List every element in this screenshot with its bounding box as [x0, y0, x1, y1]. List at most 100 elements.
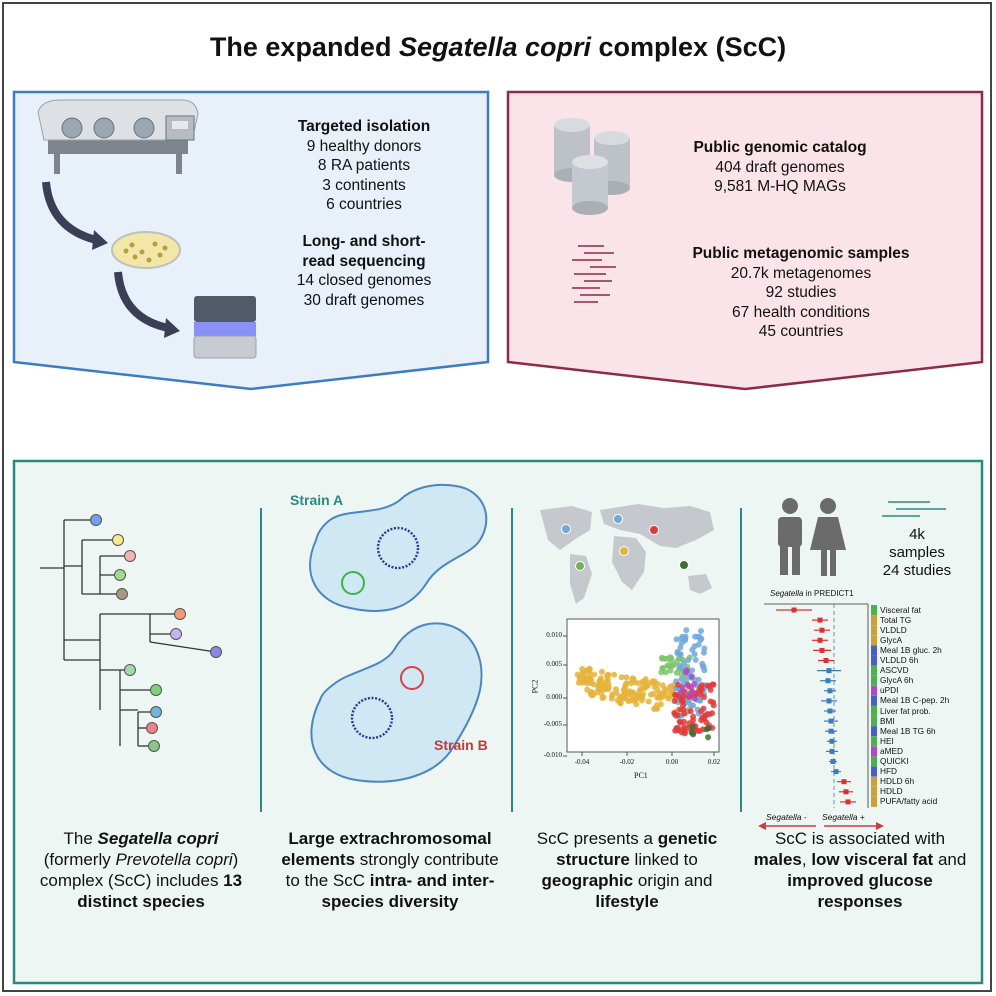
sequencing-reads-icon	[882, 501, 946, 517]
forest-estimate	[829, 738, 835, 744]
forest-label: aMED	[880, 745, 904, 756]
forest-estimate	[833, 769, 839, 775]
pca-point	[579, 665, 586, 672]
pca-point	[685, 657, 692, 664]
category-bar	[871, 776, 877, 787]
forest-estimate	[829, 748, 835, 754]
category-bar	[871, 746, 877, 757]
pca-point	[689, 723, 696, 730]
forest-estimate	[817, 617, 823, 623]
strain-a-label: Strain A	[290, 492, 344, 508]
pca-xtick: -0.02	[619, 758, 635, 766]
pca-xtick: 0.02	[707, 758, 721, 766]
pca-ytick: -0.005	[543, 720, 562, 728]
forest-estimate	[828, 718, 834, 724]
anaerobic-chamber-icon	[37, 99, 199, 174]
pca-ylabel: PC2	[530, 679, 540, 694]
pca-point	[600, 694, 607, 701]
pca-point	[701, 715, 708, 722]
arrow-down-icon	[42, 181, 98, 244]
isolation-text: Targeted isolation 9 healthy donors 8 RA…	[297, 118, 431, 213]
male-female-icon	[778, 498, 846, 576]
forest-label: GlycA	[880, 634, 903, 645]
pca-point	[601, 685, 608, 692]
pca-point	[623, 674, 630, 681]
forest-label: HDLD	[880, 786, 903, 797]
bacterium-strain-a	[309, 484, 488, 612]
pca-point	[659, 665, 666, 672]
pca-point	[633, 701, 640, 708]
pca-point	[628, 689, 635, 696]
pca-point	[654, 680, 661, 687]
pca-point	[678, 676, 685, 682]
pca-point	[696, 633, 703, 640]
pca-ytick: -0.010	[543, 751, 562, 759]
category-bar	[871, 685, 877, 696]
pca-point	[683, 667, 690, 674]
forest-estimate	[845, 799, 851, 805]
pca-point	[700, 705, 707, 712]
pca-xlabel: PC1	[634, 771, 648, 780]
petri-dish-icon	[111, 231, 181, 269]
species-nodes	[90, 514, 222, 752]
forest-label: ASCVD	[880, 665, 909, 676]
strain-b-label: Strain B	[434, 737, 488, 753]
pca-point	[700, 649, 707, 656]
pca-point	[705, 734, 712, 741]
pca-point	[598, 668, 605, 675]
forest-label: VLDLD	[880, 624, 907, 635]
pca-point	[687, 708, 694, 715]
pca-point	[597, 675, 604, 682]
forest-label: QUICKI	[880, 756, 909, 766]
pca-point	[609, 691, 616, 698]
pca-point	[693, 727, 700, 734]
pca-point	[705, 682, 711, 689]
forest-estimate	[819, 627, 825, 633]
pca-point	[649, 678, 656, 685]
category-bar	[871, 665, 877, 676]
pca-point	[614, 697, 621, 704]
pca-point	[650, 690, 657, 697]
segatella-positive-label: Segatella +	[822, 812, 865, 822]
forest-label: HEI	[880, 735, 894, 746]
pca-point	[654, 686, 661, 693]
pca-point	[669, 663, 676, 669]
pca-point	[628, 680, 634, 687]
forest-label: Meal 1B C-pep. 2h	[880, 695, 950, 706]
segatella-negative-label: Segatella -	[766, 812, 807, 822]
pca-point	[673, 636, 680, 643]
pca-plot	[563, 618, 720, 757]
pca-point	[701, 645, 708, 652]
category-bar	[871, 655, 877, 666]
pca-point	[686, 691, 693, 698]
forest-label: HDLD 6h	[880, 776, 915, 787]
forest-estimate	[826, 668, 832, 674]
category-bar	[871, 635, 877, 646]
pca-point	[709, 710, 716, 717]
forest-label: VLDLD 6h	[880, 655, 919, 665]
category-bar	[871, 645, 877, 656]
pca-point	[641, 685, 648, 692]
category-bar	[871, 766, 877, 777]
pca-point	[672, 727, 679, 734]
category-bar	[871, 726, 877, 737]
pca-point	[689, 646, 696, 653]
pca-point	[671, 698, 678, 704]
pca-point	[586, 665, 593, 672]
pca-xtick: -0.04	[574, 758, 590, 766]
pca-point	[659, 654, 665, 661]
pca-point	[671, 709, 678, 716]
pca-point	[698, 682, 705, 689]
pca-point	[588, 680, 595, 686]
pca-point	[682, 633, 689, 640]
pca-point	[695, 641, 702, 648]
category-bar	[871, 675, 877, 686]
category-bar	[871, 695, 877, 706]
pca-point	[677, 706, 684, 713]
caption-genetic-structure: ScC presents a genetic structure linked …	[536, 829, 718, 911]
bacterium-strain-b	[310, 622, 483, 783]
pca-point	[690, 731, 697, 738]
pca-point	[673, 692, 680, 699]
forest-label: PUFA/fatty acid	[880, 796, 938, 807]
pca-point	[700, 694, 707, 701]
